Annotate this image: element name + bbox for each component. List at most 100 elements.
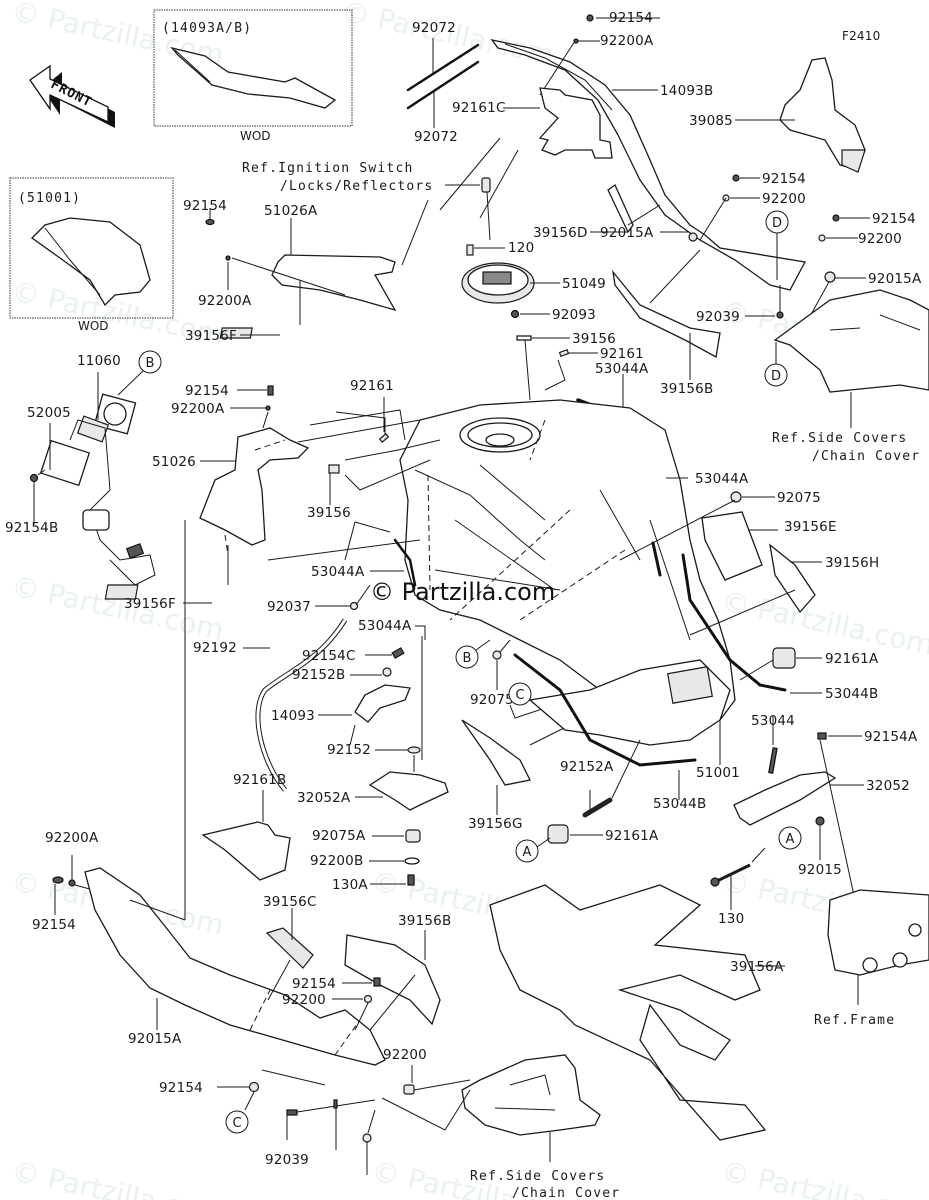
ref-label[interactable]: Ref.Side Covers — [470, 1169, 605, 1184]
part-label[interactable]: 52005 — [27, 405, 71, 421]
part-label[interactable]: 92200 — [762, 191, 806, 207]
ref-label[interactable]: /Chain Cover — [812, 449, 920, 464]
part-label[interactable]: 92154 — [762, 171, 806, 187]
part-label[interactable]: 92200 — [858, 231, 902, 247]
part-label[interactable]: 53044B — [653, 796, 706, 812]
part-label[interactable]: 92192 — [193, 640, 237, 656]
marker-C — [225, 1110, 249, 1134]
part-label[interactable]: 92154 — [32, 917, 76, 933]
part-label[interactable]: 53044A — [358, 618, 412, 634]
part-label[interactable]: 92154C — [302, 648, 356, 664]
part-label[interactable]: 130 — [718, 911, 744, 927]
part-label[interactable]: 39156F — [124, 596, 176, 612]
watermark: © Partzilla.com — [719, 585, 929, 662]
part-label[interactable]: 92161C — [452, 100, 506, 116]
inset-box — [9, 177, 174, 319]
part-label[interactable]: 92154 — [872, 211, 916, 227]
part-label[interactable]: 39156F — [185, 328, 237, 344]
part-label[interactable]: 51026 — [152, 454, 196, 470]
part-label[interactable]: 51026A — [264, 203, 318, 219]
ref-label[interactable]: Ref.Frame — [814, 1013, 895, 1028]
watermark: © Partzilla.com — [9, 570, 227, 647]
part-label[interactable]: 92075A — [312, 828, 366, 844]
part-label[interactable]: 92161 — [600, 346, 644, 362]
part-label[interactable]: 39156C — [263, 894, 317, 910]
part-label[interactable]: 92152A — [560, 759, 614, 775]
part-label[interactable]: 11060 — [77, 353, 121, 369]
part-label[interactable]: 92154 — [185, 383, 229, 399]
part-label[interactable]: 92161 — [350, 378, 394, 394]
part-label[interactable]: 92200B — [310, 853, 363, 869]
part-label[interactable]: 14093B — [660, 83, 713, 99]
part-label[interactable]: 92152B — [292, 667, 345, 683]
part-label[interactable]: 14093 — [271, 708, 315, 724]
part-label[interactable]: 39156H — [825, 555, 879, 571]
part-label[interactable]: 92075 — [470, 692, 514, 708]
part-label[interactable]: 92154 — [609, 10, 653, 26]
part-label[interactable]: 39156D — [533, 225, 588, 241]
part-label[interactable]: 92154B — [5, 520, 58, 536]
part-label[interactable]: 92161A — [605, 828, 659, 844]
part-label[interactable]: 39156 — [572, 331, 616, 347]
front-arrow-icon: FRONT — [29, 64, 115, 128]
part-label[interactable]: 92154 — [159, 1080, 203, 1096]
part-label[interactable]: 92039 — [265, 1152, 309, 1168]
ref-label[interactable]: /Locks/Reflectors — [280, 179, 433, 194]
part-label[interactable]: 92015 — [798, 862, 842, 878]
part-label[interactable]: 53044 — [751, 713, 795, 729]
part-label[interactable]: 53044A — [595, 361, 649, 377]
part-32052 — [733, 771, 837, 826]
part-39156B — [344, 934, 441, 1026]
part-label[interactable]: 51001 — [696, 765, 740, 781]
part-label[interactable]: 92037 — [267, 599, 311, 615]
part-label[interactable]: 92039 — [696, 309, 740, 325]
part-label[interactable]: 39156B — [398, 913, 451, 929]
part-label[interactable]: 92015A — [128, 1031, 182, 1047]
part-39085 — [779, 57, 866, 173]
part-51026 — [199, 427, 310, 556]
part-label[interactable]: 39156E — [784, 519, 837, 535]
part-label[interactable]: 92015A — [600, 225, 654, 241]
part-label[interactable]: 92200A — [171, 401, 225, 417]
part-label[interactable]: 39156 — [307, 505, 351, 521]
part-label[interactable]: 32052A — [297, 790, 351, 806]
ref-label[interactable]: Ref.Side Covers — [772, 431, 907, 446]
part-label[interactable]: 32052 — [866, 778, 910, 794]
part-label[interactable]: 92015A — [868, 271, 922, 287]
ref-label[interactable]: Ref.Ignition Switch — [242, 161, 414, 176]
part-label[interactable]: 130A — [332, 877, 368, 893]
part-label[interactable]: 92200 — [282, 992, 326, 1008]
part-label[interactable]: 39085 — [689, 113, 733, 129]
part-label[interactable]: 92154 — [292, 976, 336, 992]
part-label[interactable]: 92075 — [777, 490, 821, 506]
part-label[interactable]: 92072 — [414, 129, 458, 145]
part-label[interactable]: 92072 — [412, 20, 456, 36]
part-label[interactable]: 39156G — [468, 816, 523, 832]
part-label[interactable]: 92200 — [383, 1047, 427, 1063]
part-label[interactable]: 53044A — [311, 564, 365, 580]
part-label[interactable]: 92161B — [233, 772, 286, 788]
ref-frame — [827, 889, 929, 976]
part-label[interactable]: 53044A — [695, 471, 749, 487]
part-label[interactable]: 92200A — [45, 830, 99, 846]
part-92161A — [547, 824, 569, 844]
part-label[interactable]: 92152 — [327, 742, 371, 758]
part-label[interactable]: 92161A — [825, 651, 879, 667]
part-14093A — [84, 867, 386, 1066]
part-label[interactable]: 120 — [508, 240, 534, 256]
part-label[interactable]: 92200A — [600, 33, 654, 49]
bolt-icon — [481, 177, 491, 193]
watermark: © Partzilla.com — [9, 1155, 227, 1200]
part-label[interactable]: 39156B — [660, 381, 713, 397]
part-label[interactable]: 39156A — [730, 959, 784, 975]
part-label[interactable]: 92093 — [552, 307, 596, 323]
watermark: © Partzilla.com — [719, 1155, 929, 1200]
part-39156A — [489, 884, 767, 1141]
inset-box — [153, 9, 353, 127]
part-label[interactable]: 51049 — [562, 276, 606, 292]
part-label[interactable]: 92200A — [198, 293, 252, 309]
part-label[interactable]: 92154 — [183, 198, 227, 214]
part-label[interactable]: 53044B — [825, 686, 878, 702]
ref-label[interactable]: /Chain Cover — [512, 1186, 620, 1200]
part-label[interactable]: 92154A — [864, 729, 918, 745]
